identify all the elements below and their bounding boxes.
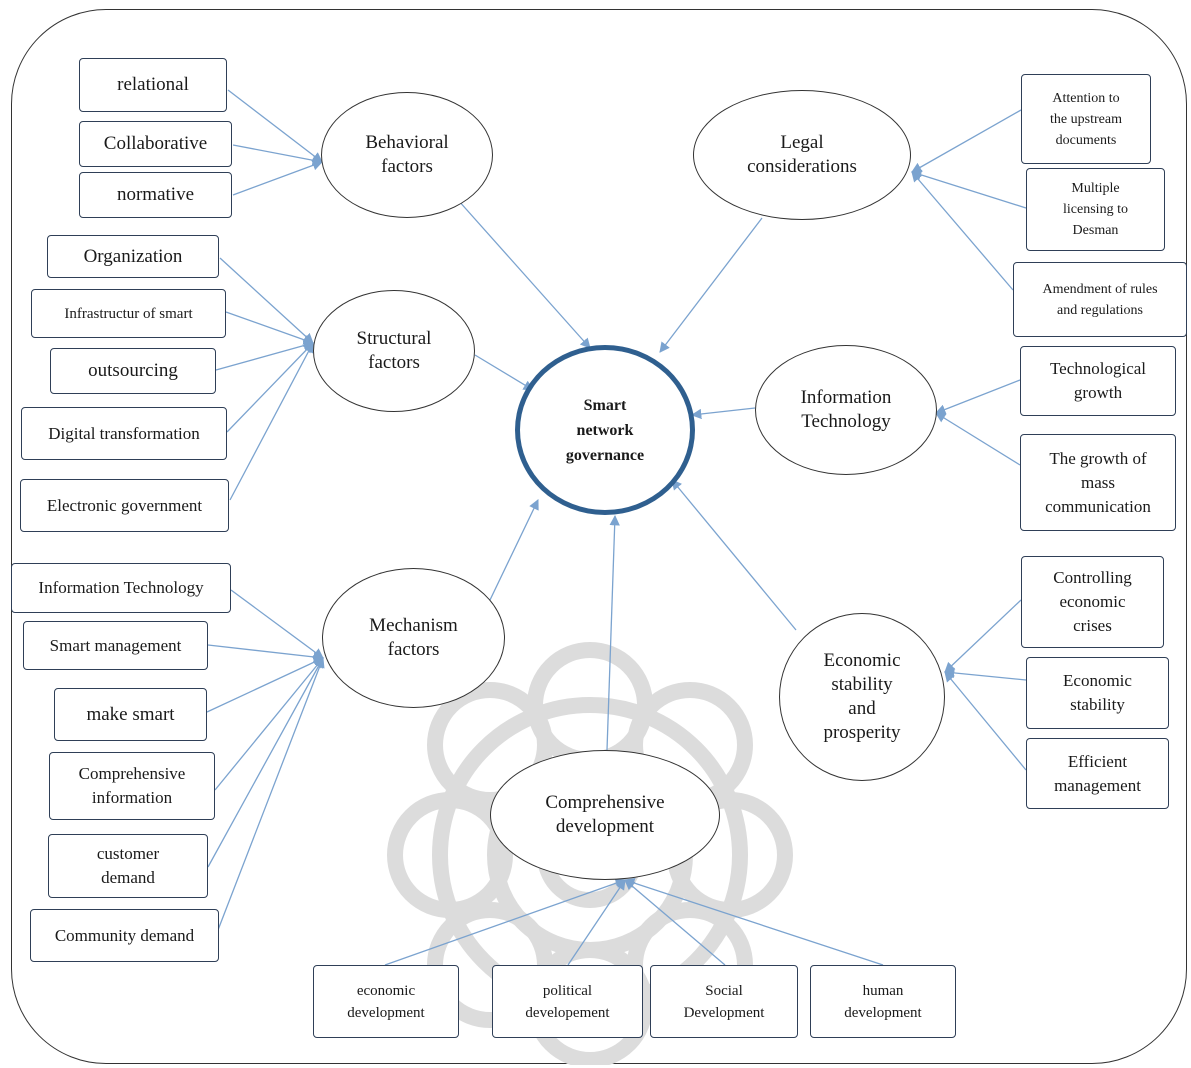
- item-collaborative: Collaborative: [79, 121, 232, 167]
- item-information-technology: Information Technology: [11, 563, 231, 613]
- item-social-development: Social Development: [650, 965, 798, 1038]
- item-multiple-licensing: Multiple licensing to Desman: [1026, 168, 1165, 251]
- item-political-development: political developement: [492, 965, 643, 1038]
- item-amendment-rules: Amendment of rules and regulations: [1013, 262, 1187, 337]
- factor-economic-stability: Economic stability and prosperity: [779, 613, 945, 781]
- factor-legal: Legal considerations: [693, 90, 911, 220]
- factor-mechanism: Mechanism factors: [322, 568, 505, 708]
- item-upstream-documents: Attention to the upstream documents: [1021, 74, 1151, 164]
- item-digital-transformation: Digital transformation: [21, 407, 227, 460]
- factor-comprehensive-development: Comprehensive development: [490, 750, 720, 880]
- item-economic-stability: Economic stability: [1026, 657, 1169, 729]
- factor-structural: Structural factors: [313, 290, 475, 412]
- factor-behavioral: Behavioral factors: [321, 92, 493, 218]
- item-infrastructure: Infrastructur of smart: [31, 289, 226, 338]
- center-node-smart-network-governance: Smart network governance: [515, 345, 695, 515]
- item-make-smart: make smart: [54, 688, 207, 741]
- item-customer-demand: customer demand: [48, 834, 208, 898]
- item-efficient-management: Efficient management: [1026, 738, 1169, 809]
- item-comprehensive-information: Comprehensive information: [49, 752, 215, 820]
- item-organization: Organization: [47, 235, 219, 278]
- item-relational: relational: [79, 58, 227, 112]
- item-outsourcing: outsourcing: [50, 348, 216, 394]
- item-smart-management: Smart management: [23, 621, 208, 670]
- factor-information-technology: Information Technology: [755, 345, 937, 475]
- item-controlling-crises: Controlling economic crises: [1021, 556, 1164, 648]
- item-community-demand: Community demand: [30, 909, 219, 962]
- item-human-development: human development: [810, 965, 956, 1038]
- item-mass-communication: The growth of mass communication: [1020, 434, 1176, 531]
- item-electronic-government: Electronic government: [20, 479, 229, 532]
- item-normative: normative: [79, 172, 232, 218]
- item-technological-growth: Technological growth: [1020, 346, 1176, 416]
- item-economic-development: economic development: [313, 965, 459, 1038]
